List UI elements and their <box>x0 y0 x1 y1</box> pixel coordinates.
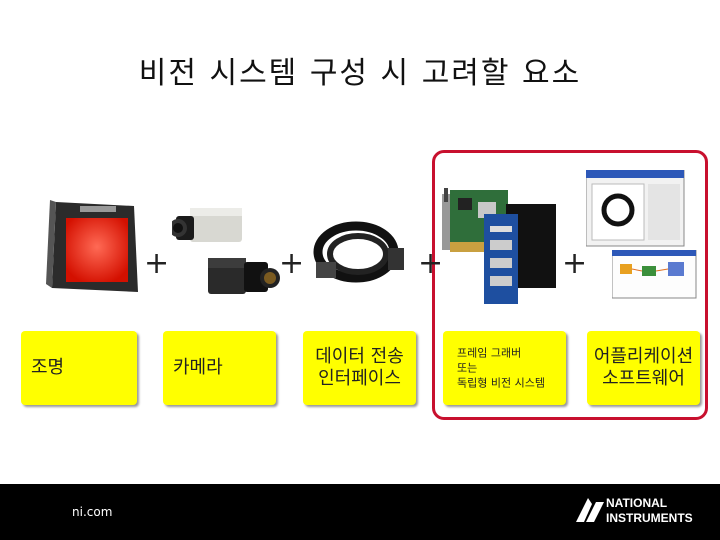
embedded-vision-system-image <box>484 204 556 304</box>
plus-sign-4: + <box>562 246 588 281</box>
highlight-frame <box>432 150 708 420</box>
camera-label: 카메라 <box>173 357 223 378</box>
camera-card: 카메라 <box>163 331 276 405</box>
footer-bar: ni.com NATIONAL INSTRUMENTS <box>0 484 720 540</box>
frame-grabber-card: 프레임 그래버 또는 독립형 비전 시스템 <box>443 331 566 405</box>
software-diagram-image <box>612 250 697 299</box>
brand-line-1: NATIONAL <box>606 496 668 510</box>
data-interface-label: 데이터 전송 인터페이스 <box>315 346 404 389</box>
application-software-card: 어플리케이션 소프트웨어 <box>587 331 700 405</box>
software-window-image <box>586 170 685 247</box>
frame-grabber-label: 프레임 그래버 또는 독립형 비전 시스템 <box>457 346 545 390</box>
application-software-label: 어플리케이션 소프트웨어 <box>593 346 694 389</box>
data-interface-card: 데이터 전송 인터페이스 <box>303 331 416 405</box>
ni-website-link[interactable]: ni.com <box>72 505 113 519</box>
compact-camera-image <box>208 258 280 294</box>
data-cable-image <box>313 221 404 283</box>
box-camera-image <box>172 208 242 242</box>
lighting-card: 조명 <box>21 331 137 405</box>
plus-sign-3: + <box>418 246 444 281</box>
lighting-label: 조명 <box>31 357 65 378</box>
ni-eagle-logo-icon <box>576 498 604 522</box>
plus-sign-1: + <box>144 246 170 281</box>
slide-title: 비전 시스템 구성 시 고려할 요소 <box>138 56 582 91</box>
brand-line-2: INSTRUMENTS <box>606 511 693 525</box>
ni-brand-text: NATIONAL INSTRUMENTS <box>606 496 693 526</box>
light-panel-image <box>46 200 138 292</box>
plus-sign-2: + <box>279 246 305 281</box>
